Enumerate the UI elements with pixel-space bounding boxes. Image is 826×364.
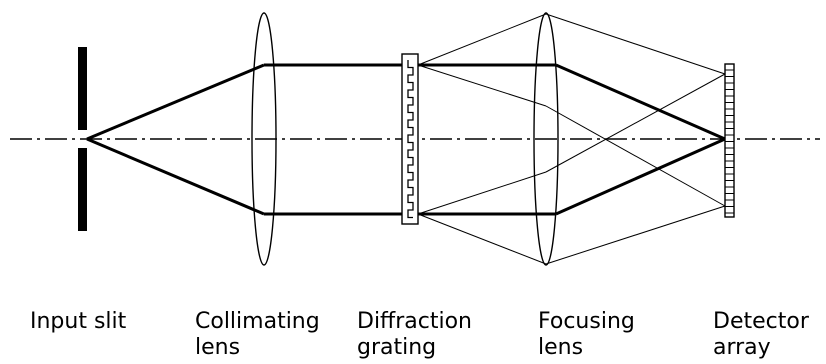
collimating-lens-shape — [251, 12, 277, 266]
input-ray-cone — [86, 63, 265, 216]
label-focusing-lens: Focusing lens — [538, 309, 635, 360]
zero-order-beam — [418, 63, 726, 216]
diffracted-rays — [417, 13, 726, 265]
detector-array-shape — [724, 63, 735, 218]
diffraction-grating-shape — [401, 53, 419, 225]
focusing-lens-shape — [533, 12, 559, 266]
label-input-slit: Input slit — [30, 309, 127, 334]
label-detector-array: Detector array — [713, 309, 809, 360]
input-slit-shape — [78, 47, 87, 231]
label-collimating-lens: Collimating lens — [195, 309, 320, 360]
label-diffraction-grating: Diffraction grating — [357, 309, 472, 360]
collimated-beam — [264, 63, 403, 216]
